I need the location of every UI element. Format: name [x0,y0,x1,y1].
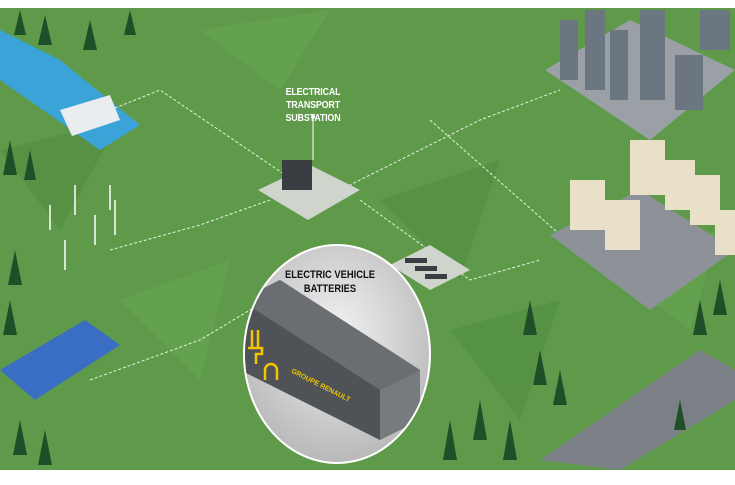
batteries-label: ELECTRIC VEHICLE BATTERIES [279,268,381,296]
dam [60,95,120,136]
solar-panels [0,320,120,400]
plug-icon [248,330,264,364]
wind-turbines [49,185,116,270]
socket-icon [263,362,279,380]
skyscrapers [560,10,730,110]
substation-label: ELECTRICAL TRANSPORT SUBSTATION [258,86,369,125]
magnifier-callout [243,244,431,464]
trees [3,10,727,465]
batteries-label-line2: BATTERIES [303,283,357,295]
substation-label-line2: SUBSTATION [285,112,341,124]
substation-label-line1: ELECTRICAL TRANSPORT [285,86,341,111]
apartment-buildings [570,140,735,255]
batteries-label-line1: ELECTRIC VEHICLE [285,269,375,281]
substation-building [282,160,312,190]
village-road [540,350,735,470]
battery-units [405,258,447,279]
